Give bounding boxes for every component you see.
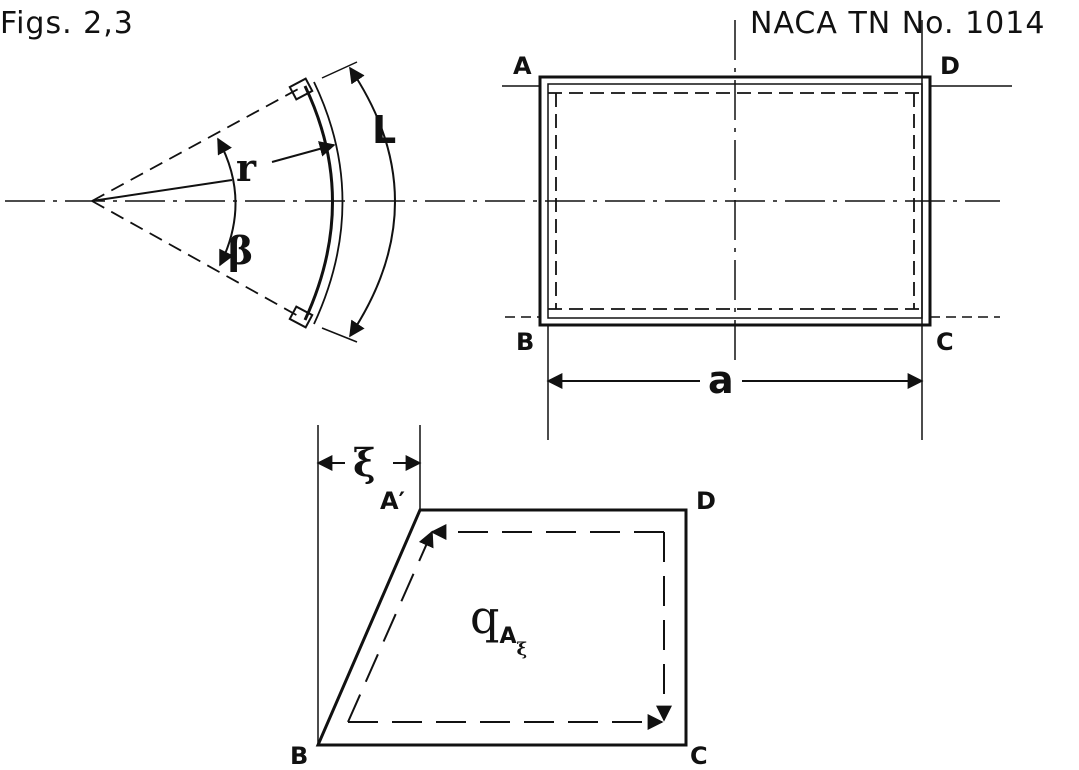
fig3-corner-d-label: D [696, 487, 716, 515]
corner-a-label: A [513, 52, 532, 80]
fig3-corner-c-label: C [690, 742, 708, 770]
radius-leader [91, 179, 233, 202]
curved-panel-side-view [91, 61, 396, 343]
curved-skin-inner [313, 81, 344, 325]
arc-length-label: L [372, 108, 397, 152]
radius-leader-to-skin [271, 141, 336, 163]
fig3-corner-b-label: B [290, 742, 309, 770]
corner-c-label: C [936, 328, 954, 356]
lower-radius-line [91, 200, 301, 318]
corner-b-label: B [516, 328, 535, 356]
corner-d-label: D [940, 52, 960, 80]
offset-xi-label: ξ [353, 440, 376, 485]
upper-radius-line [91, 87, 301, 202]
shear-flow-diagram [315, 425, 688, 747]
shear-flow-label: qAξ [470, 590, 527, 660]
arc-end-extension-bottom [321, 327, 358, 343]
report-number-label: NACA TN No. 1014 [750, 6, 1046, 41]
trapezoid-outline [315, 508, 688, 747]
arc-length-dimension [349, 66, 396, 338]
panel-plan-view [502, 20, 1012, 440]
flow-left [347, 530, 434, 723]
shear-flow-subscript: A [499, 624, 517, 649]
lower-edge-stiffener [288, 305, 314, 329]
shear-flow-subsubscript: ξ [516, 639, 528, 660]
arc-end-extension-top [321, 61, 358, 79]
curved-skin-outer [303, 85, 334, 321]
upper-edge-stiffener [288, 77, 314, 101]
angle-beta-arc [217, 137, 237, 267]
figure-numbers-label: Figs. 2,3 [0, 6, 134, 41]
corner-a-prime-label: A′ [380, 487, 405, 515]
angle-beta-label: β [228, 228, 254, 273]
width-a-label: a [708, 358, 734, 402]
shear-flow-symbol: q [470, 590, 500, 644]
radius-label: r [236, 145, 257, 190]
